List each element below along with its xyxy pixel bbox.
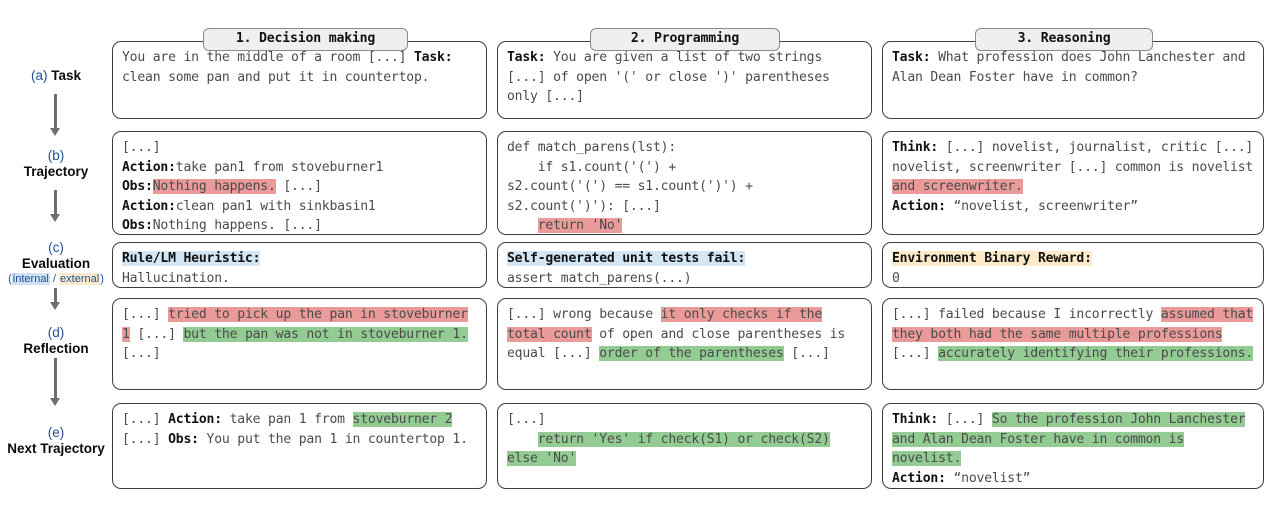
panel-reflection-programming: [...] wrong because it only checks if th… (497, 298, 872, 390)
stage-tag-reflection: (d) (47, 325, 65, 340)
panel-evaluation-programming: Self-generated unit tests fail:assert ma… (497, 242, 872, 288)
arrow-evaluation-to-reflection (50, 288, 62, 320)
column-title-decision-making: 1. Decision making (203, 28, 408, 51)
stage-label-trajectory: (b) Trajectory (0, 148, 112, 180)
panel-trajectory-reasoning: Think: [...] novelist, journalist, criti… (882, 131, 1264, 235)
stage-tag-next-trajectory: (e) (47, 425, 65, 440)
panel-evaluation-reasoning: Environment Binary Reward:0 (882, 242, 1264, 288)
evaluation-source-legend: (internal / external) (0, 273, 112, 286)
stage-label-evaluation: (c) Evaluation (0, 240, 112, 272)
panel-next-trajectory-reasoning: Think: [...] So the profession John Lanc… (882, 403, 1264, 489)
stage-label-next-trajectory: (e) Next Trajectory (0, 425, 112, 457)
legend-internal: internal (11, 273, 50, 285)
paren-open: ( (8, 273, 12, 285)
arrow-reflection-to-next-trajectory (50, 358, 62, 410)
legend-external: external (59, 273, 101, 285)
stage-name-next-trajectory: Next Trajectory (7, 441, 105, 456)
panel-reflection-decision-making: [...] tried to pick up the pan in stoveb… (112, 298, 487, 390)
column-title-programming: 2. Programming (590, 28, 780, 51)
panel-next-trajectory-decision-making: [...] Action: take pan 1 from stoveburne… (112, 403, 487, 489)
arrow-trajectory-to-evaluation (50, 190, 62, 232)
stage-name-reflection: Reflection (23, 341, 89, 356)
stage-name-evaluation: Evaluation (21, 256, 91, 271)
stage-label-task: (a) Task (0, 68, 112, 84)
stage-name-trajectory: Trajectory (23, 164, 89, 179)
panel-task-reasoning: Task: What profession does John Lanchest… (882, 41, 1264, 119)
stage-label-column: (a) Task (b) Trajectory (c) Evaluation (… (0, 0, 112, 514)
panel-task-programming: Task: You are given a list of two string… (497, 41, 872, 119)
stage-tag-task: (a) (30, 68, 48, 83)
stage-tag-evaluation: (c) (48, 240, 64, 255)
column-title-reasoning: 3. Reasoning (975, 28, 1153, 51)
panel-reflection-reasoning: [...] failed because I incorrectly assum… (882, 298, 1264, 390)
panel-evaluation-decision-making: Rule/LM Heuristic:Hallucination. (112, 242, 487, 288)
panel-trajectory-programming: def match_parens(lst): if s1.count('(') … (497, 131, 872, 235)
arrow-task-to-trajectory (50, 94, 62, 138)
stage-label-reflection: (d) Reflection (0, 325, 112, 357)
stage-tag-trajectory: (b) (47, 148, 65, 163)
stage-name-task: Task (51, 68, 82, 83)
paren-close: ) (100, 273, 104, 285)
panel-task-decision-making: You are in the middle of a room [...] Ta… (112, 41, 487, 119)
panel-next-trajectory-programming: [...] return 'Yes' if check(S1) or check… (497, 403, 872, 489)
legend-separator: / (49, 273, 60, 285)
